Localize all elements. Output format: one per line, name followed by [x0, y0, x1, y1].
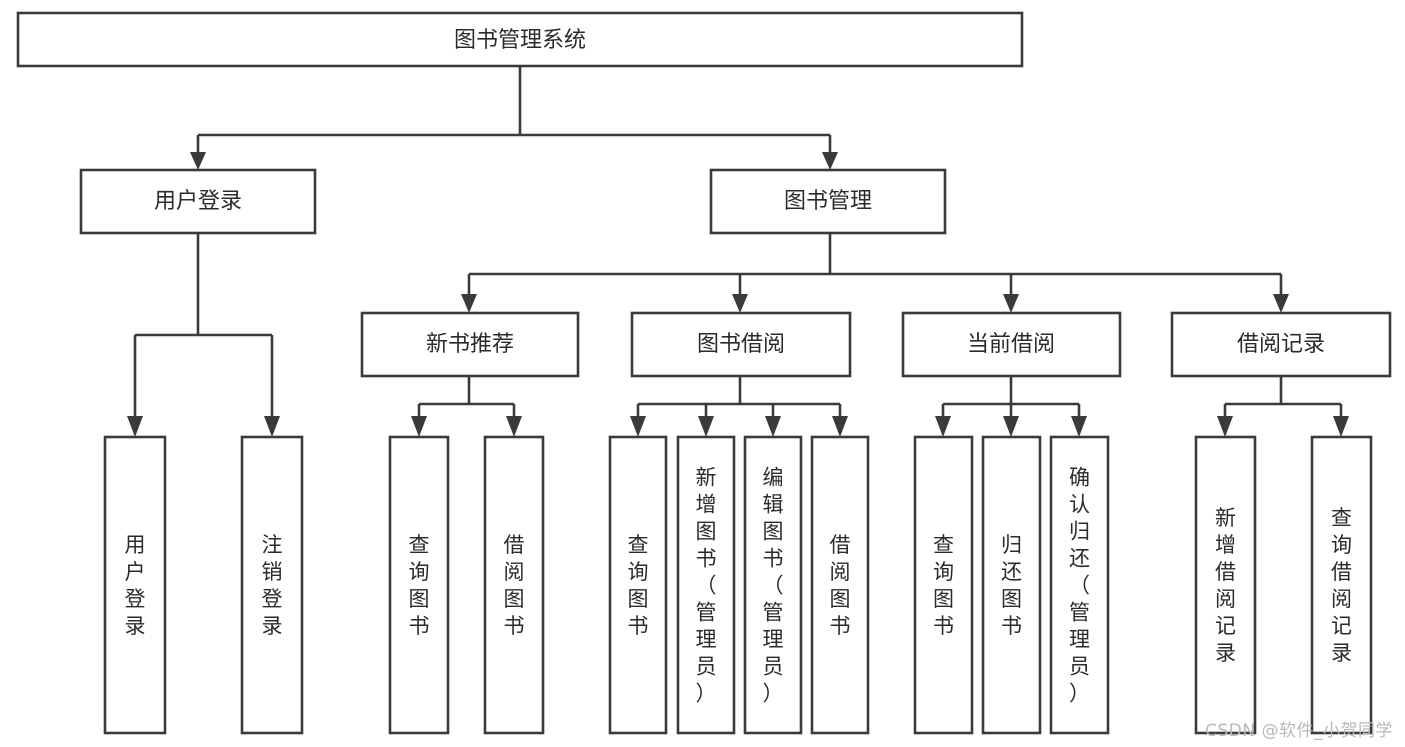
node-root-label: 图书管理系统 — [454, 28, 586, 53]
arrow-head-leaf-13 — [1333, 416, 1349, 437]
node-leaf-4-label: 借阅图书 — [504, 533, 525, 638]
node-leaf-13[interactable]: 查询借阅记录 — [1310, 435, 1373, 735]
node-leaf-10-label: 归还图书 — [1001, 533, 1022, 638]
node-leaf-11-box[interactable] — [1049, 435, 1110, 735]
node-book-borrow-box[interactable] — [630, 311, 852, 378]
node-leaf-8-box[interactable] — [810, 435, 870, 735]
node-current-borrow[interactable]: 当前借阅 — [901, 311, 1122, 378]
arrow-head-leaf-8 — [832, 416, 848, 437]
node-leaf-6-label: 新增图书（管理员） — [696, 466, 717, 706]
arrow-head-to-borrow-book — [732, 294, 748, 313]
arrow-head-leaf-5 — [630, 416, 646, 437]
node-leaf-11-label: 确认归还（管理员） — [1069, 466, 1090, 706]
node-current-borrow-label: 当前借阅 — [967, 332, 1055, 357]
node-leaf-10[interactable]: 归还图书 — [981, 435, 1042, 735]
node-root-box[interactable] — [16, 11, 1024, 68]
node-current-borrow-box[interactable] — [901, 311, 1122, 378]
node-leaf-2-box[interactable] — [240, 435, 304, 735]
node-leaf-7-box[interactable] — [743, 435, 803, 735]
node-leaf-12[interactable]: 新增借阅记录 — [1194, 435, 1257, 735]
node-new-book-recommend-box[interactable] — [360, 311, 580, 378]
leaf-node-layer: 用户登录 注销登录 查询图书 借阅图书 查询图书 新增图书（管理员） 编辑图书（管理员） 借阅… — [103, 435, 1373, 735]
arrow-head-to-user-login — [190, 152, 206, 170]
node-leaf-5-box[interactable] — [608, 435, 668, 735]
node-leaf-10-box[interactable] — [981, 435, 1042, 735]
node-leaf-13-box[interactable] — [1310, 435, 1373, 735]
node-leaf-3-box[interactable] — [388, 435, 450, 735]
arrow-head-to-new-book — [461, 294, 477, 313]
node-book-management-label: 图书管理 — [784, 189, 872, 214]
arrow-head-leaf-2 — [264, 416, 280, 437]
node-leaf-1[interactable]: 用户登录 — [103, 435, 167, 735]
node-borrow-record[interactable]: 借阅记录 — [1170, 311, 1392, 378]
node-leaf-4[interactable]: 借阅图书 — [483, 435, 545, 735]
node-leaf-9-label: 查询图书 — [933, 533, 954, 638]
node-leaf-8-label: 借阅图书 — [830, 533, 851, 638]
node-book-management-box[interactable] — [709, 168, 947, 235]
node-leaf-2[interactable]: 注销登录 — [240, 435, 304, 735]
node-leaf-11[interactable]: 确认归还（管理员） — [1049, 435, 1110, 735]
arrow-head-to-book-mgmt — [822, 152, 838, 170]
node-user-login-label: 用户登录 — [154, 189, 242, 214]
node-borrow-record-box[interactable] — [1170, 311, 1392, 378]
node-root[interactable]: 图书管理系统 — [16, 11, 1024, 68]
connector-layer — [127, 66, 1349, 437]
node-leaf-1-box[interactable] — [103, 435, 167, 735]
node-book-management[interactable]: 图书管理 — [709, 168, 947, 235]
node-leaf-12-box[interactable] — [1194, 435, 1257, 735]
node-leaf-7[interactable]: 编辑图书（管理员） — [743, 435, 803, 735]
node-leaf-13-label: 查询借阅记录 — [1331, 506, 1352, 665]
node-leaf-6-box[interactable] — [676, 435, 736, 735]
node-leaf-12-label: 新增借阅记录 — [1215, 506, 1236, 665]
node-leaf-2-label: 注销登录 — [262, 533, 283, 638]
node-user-login-box[interactable] — [79, 168, 317, 235]
node-borrow-record-label: 借阅记录 — [1237, 332, 1325, 357]
node-book-borrow-label: 图书借阅 — [697, 332, 785, 357]
arrow-head-leaf-4 — [506, 416, 522, 437]
arrow-head-leaf-7 — [765, 416, 781, 437]
node-leaf-3[interactable]: 查询图书 — [388, 435, 450, 735]
node-leaf-5-label: 查询图书 — [628, 533, 649, 638]
arrow-head-leaf-6 — [698, 416, 714, 437]
node-leaf-7-label: 编辑图书（管理员） — [763, 466, 784, 706]
node-leaf-8[interactable]: 借阅图书 — [810, 435, 870, 735]
arrow-head-leaf-1 — [127, 416, 143, 437]
node-new-book-recommend[interactable]: 新书推荐 — [360, 311, 580, 378]
node-leaf-4-box[interactable] — [483, 435, 545, 735]
node-user-login[interactable]: 用户登录 — [79, 168, 317, 235]
arrow-head-leaf-10 — [1003, 416, 1019, 437]
node-leaf-9[interactable]: 查询图书 — [913, 435, 974, 735]
node-leaf-6[interactable]: 新增图书（管理员） — [676, 435, 736, 735]
node-new-book-recommend-label: 新书推荐 — [426, 332, 514, 357]
arrow-head-to-current-borrow — [1003, 294, 1019, 313]
arrow-head-leaf-9 — [935, 416, 951, 437]
arrow-head-leaf-12 — [1217, 416, 1233, 437]
arrow-head-leaf-11 — [1071, 416, 1087, 437]
node-leaf-9-box[interactable] — [913, 435, 974, 735]
arrow-head-leaf-3 — [411, 416, 427, 437]
node-leaf-5[interactable]: 查询图书 — [608, 435, 668, 735]
node-book-borrow[interactable]: 图书借阅 — [630, 311, 852, 378]
watermark: CSDN @软件_小贺同学 — [1205, 721, 1393, 741]
arrow-head-to-borrow-record — [1273, 294, 1289, 313]
node-leaf-3-label: 查询图书 — [409, 533, 430, 638]
node-leaf-1-label: 用户登录 — [125, 533, 146, 638]
